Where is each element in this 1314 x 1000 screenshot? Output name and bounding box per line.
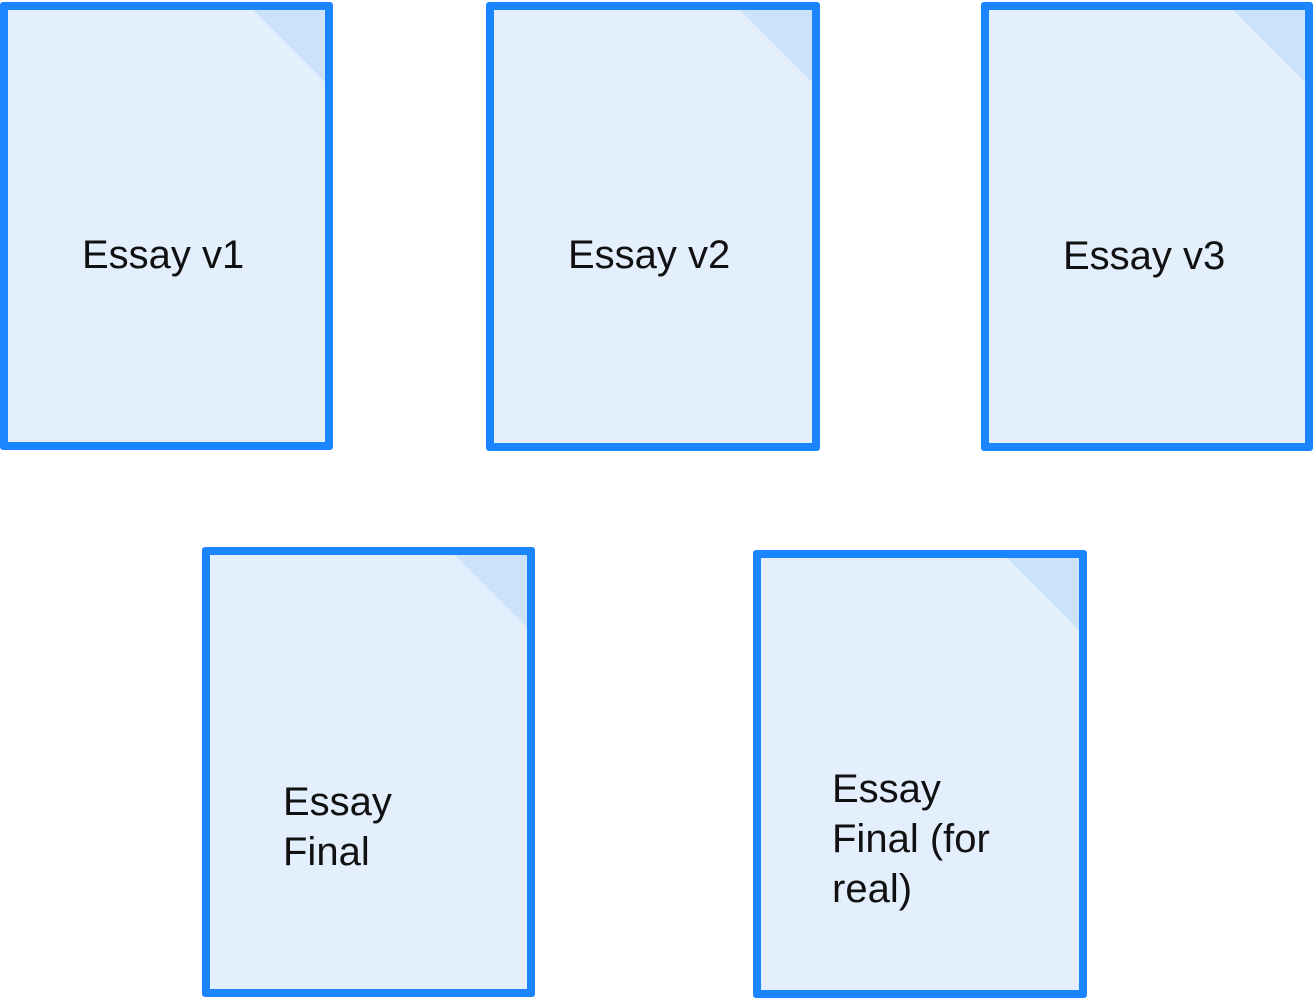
document-label: Essay v2 (568, 233, 731, 277)
document-essay-v1[interactable]: Essay v1 (0, 2, 333, 450)
document-label: Essay v3 (1063, 234, 1226, 278)
document-essay-final[interactable]: Essay Final (202, 547, 535, 997)
document-label: Essay Final (for real) (832, 767, 990, 911)
page-fold-icon (1007, 558, 1079, 630)
document-label: Essay v1 (82, 233, 245, 277)
page-fold-icon (455, 555, 527, 627)
page-fold-icon (740, 10, 812, 82)
document-label: Essay Final (283, 780, 392, 874)
document-essay-final-for-real[interactable]: Essay Final (for real) (753, 550, 1087, 998)
page-fold-icon (1233, 10, 1305, 82)
document-essay-v3[interactable]: Essay v3 (981, 2, 1313, 451)
document-essay-v2[interactable]: Essay v2 (486, 2, 820, 451)
page-fold-icon (253, 10, 325, 82)
